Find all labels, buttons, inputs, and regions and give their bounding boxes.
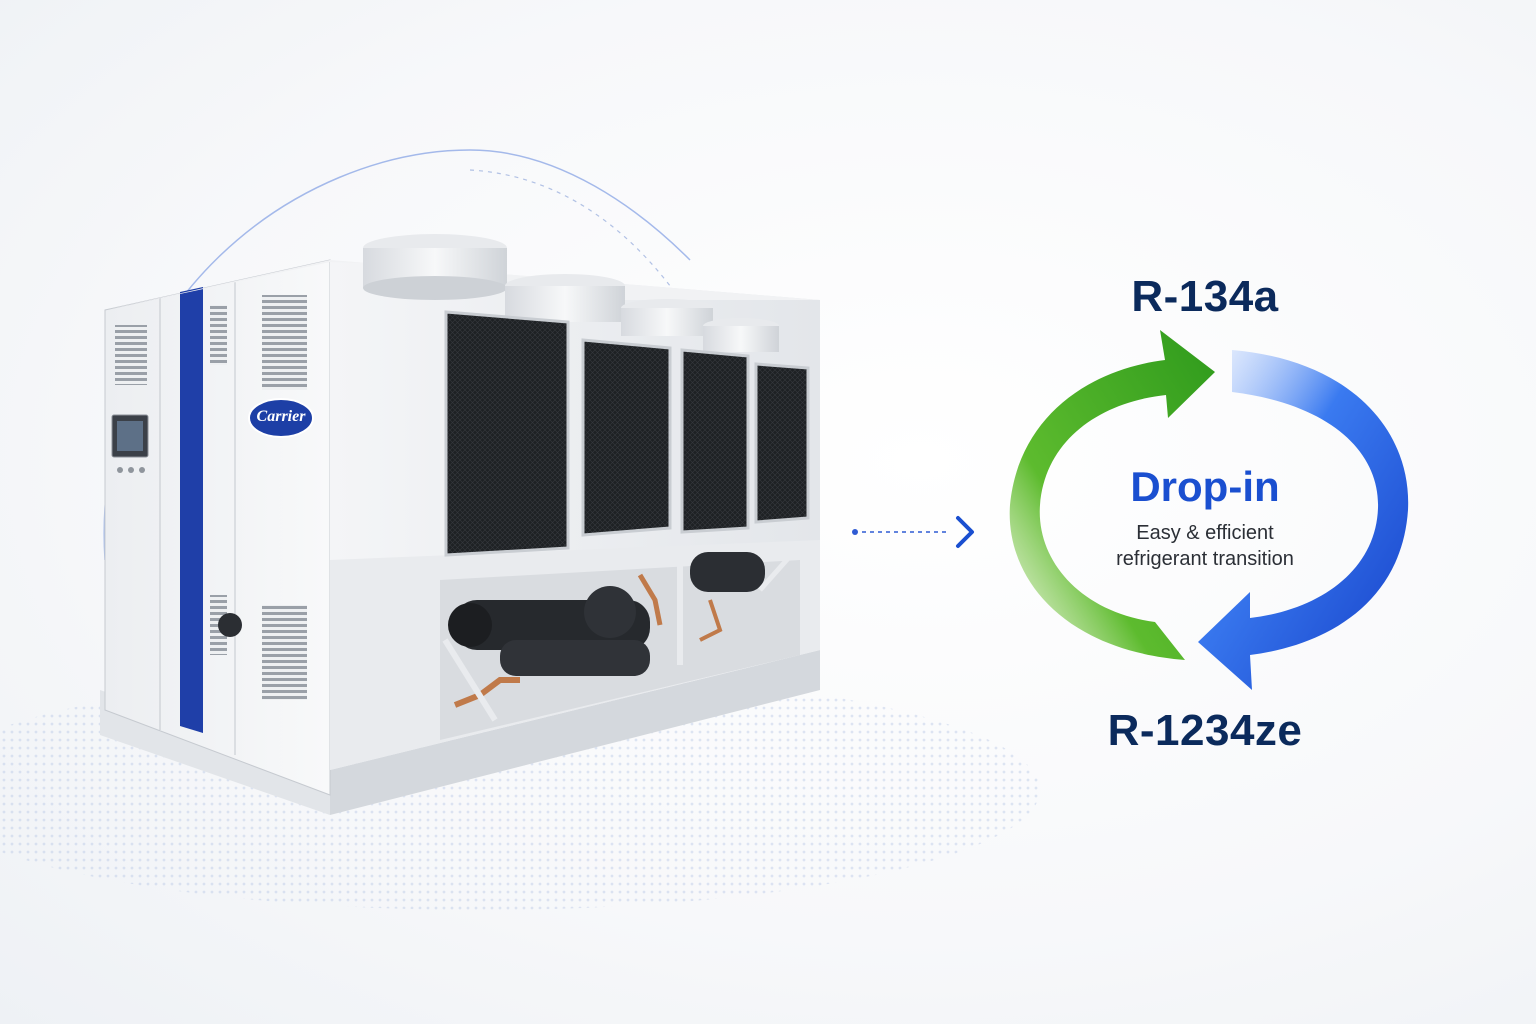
- disconnect-switch: [218, 613, 242, 637]
- orbit-line-dashed: [469, 169, 701, 331]
- brand-stripe: [180, 287, 203, 733]
- vent-grille: [115, 325, 147, 385]
- condenser-fans: [363, 234, 779, 352]
- vent-grille: [210, 305, 227, 365]
- condenser-coils: [444, 310, 810, 557]
- drop-in-title: Drop-in: [1130, 463, 1280, 510]
- green-cycle-arrow: [1009, 330, 1215, 660]
- chevron-right-icon: [956, 516, 974, 548]
- blue-cycle-arrow: [1198, 350, 1409, 690]
- compressor-bay: [440, 543, 802, 740]
- subtitle-line-2: refrigerant transition: [1116, 548, 1294, 570]
- chiller-unit: [100, 234, 820, 815]
- vent-grille: [262, 605, 307, 700]
- source-refrigerant-label: R-134a: [1131, 272, 1279, 321]
- connector-arrow: [852, 516, 974, 548]
- vent-grille: [262, 295, 307, 390]
- refresh-cycle-icon: [1009, 330, 1409, 690]
- brand-logo: [248, 398, 314, 438]
- subtitle-line-1: Easy & efficient: [1136, 522, 1274, 544]
- brand-logo-text: Carrier: [256, 408, 306, 425]
- target-refrigerant-label: R-1234ze: [1107, 706, 1303, 755]
